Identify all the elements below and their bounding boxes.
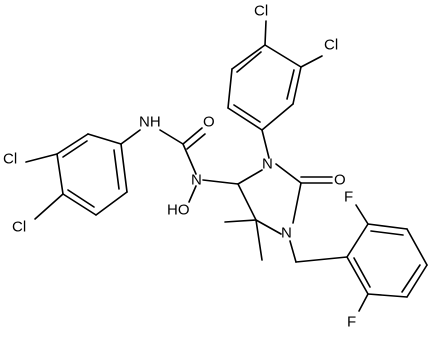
ring-nitrogen-1-label: N — [262, 156, 273, 173]
chlorine-label-left-bottom: Cl — [12, 219, 26, 236]
hydroxyl-label: HO — [167, 202, 190, 219]
ring-carbonyl-oxygen-label: O — [334, 172, 346, 189]
chlorine-label-top-right: Cl — [324, 37, 338, 54]
fluorine-label-top: F — [344, 189, 353, 206]
upper-dichlorophenyl-ring — [227, 20, 323, 131]
urea-linker — [159, 127, 239, 203]
ring-nitrogen-3-label: N — [281, 225, 292, 242]
nh-label: NH — [139, 114, 161, 131]
chlorine-label-left-top: Cl — [3, 151, 17, 168]
chlorine-label-top-left: Cl — [254, 3, 268, 20]
hydroxy-nitrogen-label: N — [191, 172, 202, 189]
urea-oxygen-label: O — [203, 114, 215, 131]
left-dichlorophenyl-ring — [25, 129, 141, 220]
fluorine-label-bottom: F — [347, 314, 356, 331]
atom-labels: Cl Cl Cl Cl NH O N HO N O N F F — [3, 3, 356, 331]
imidazolidinone-ring — [224, 129, 348, 263]
difluorophenyl-ring — [346, 204, 428, 312]
